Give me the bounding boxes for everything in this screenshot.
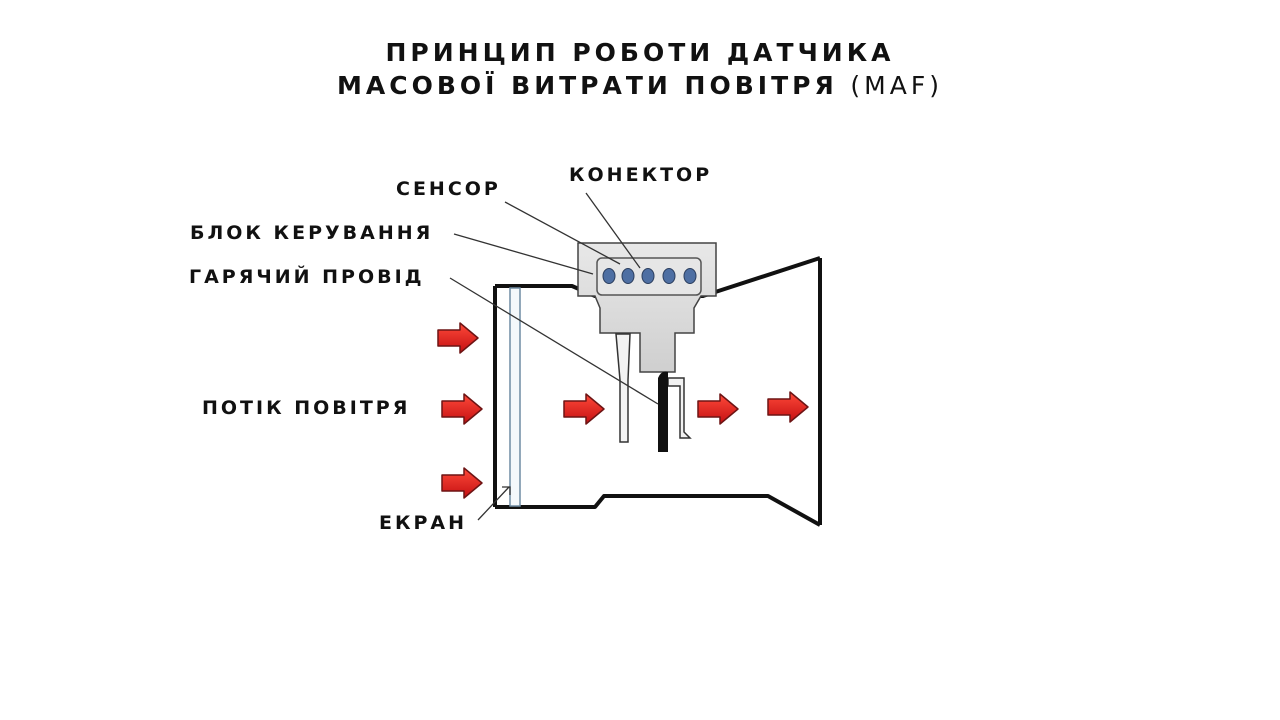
leader-line-screen <box>477 486 511 521</box>
hot-wire <box>658 371 668 452</box>
airflow-arrow-outlet <box>767 391 809 423</box>
leader-line-connector <box>585 192 641 269</box>
probe-leg-left <box>615 333 631 443</box>
connector-pin <box>641 268 655 284</box>
leader-lines <box>449 192 659 521</box>
label-airflow: ПОТІК ПОВІТРЯ <box>202 397 411 419</box>
label-sensor: СЕНСОР <box>396 178 501 200</box>
label-screen: ЕКРАН <box>379 512 468 534</box>
leader-line-hot-wire <box>449 277 659 405</box>
connector-pin <box>662 268 676 284</box>
title-abbreviation: (MAF) <box>850 71 943 100</box>
connector-pin <box>683 268 697 284</box>
connector-pin <box>602 268 616 284</box>
connector-pin <box>621 268 635 284</box>
airflow-arrow-inside-1 <box>563 393 605 425</box>
title-line-1: ПРИНЦИП РОБОТИ ДАТЧИКА <box>385 38 895 67</box>
title-line-2: МАСОВОЇ ВИТРАТИ ПОВІТРЯ (MAF) <box>0 69 1280 102</box>
title-line-2-main: МАСОВОЇ ВИТРАТИ ПОВІТРЯ <box>337 71 851 100</box>
connector-pins <box>602 268 697 284</box>
duct-bottom-wall <box>495 494 821 527</box>
label-control-unit: БЛОК КЕРУВАННЯ <box>190 222 434 244</box>
probe-leg-right <box>667 377 692 439</box>
label-hot-wire: ГАРЯЧИЙ ПРОВІД <box>189 266 425 288</box>
airflow-arrow-inside-2 <box>697 393 739 425</box>
airflow-arrow-inlet-top <box>437 322 479 354</box>
leader-line-sensor <box>504 201 621 265</box>
diagram-title: ПРИНЦИП РОБОТИ ДАТЧИКА МАСОВОЇ ВИТРАТИ П… <box>0 36 1280 102</box>
screen-mesh <box>509 287 521 507</box>
leader-line-control-unit <box>453 233 594 275</box>
airflow-arrow-inlet-bottom <box>441 467 483 499</box>
label-connector: КОНЕКТОР <box>569 164 713 186</box>
airflow-arrow-inlet-middle <box>441 393 483 425</box>
